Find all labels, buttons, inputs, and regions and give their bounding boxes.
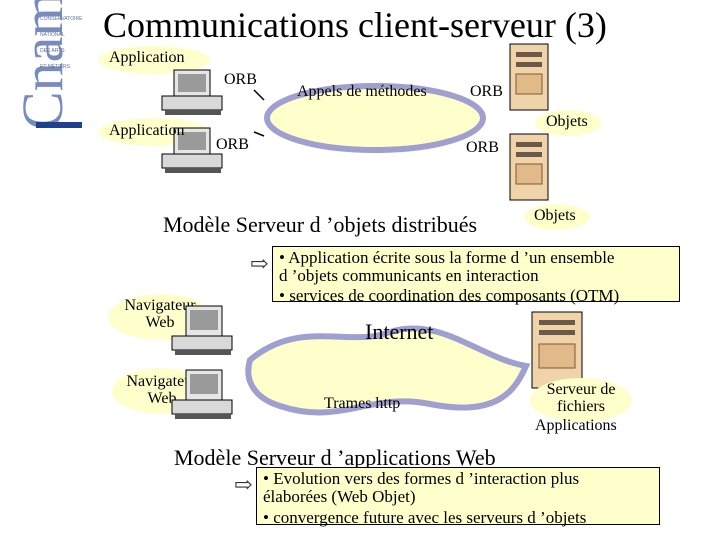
svg-text:CONSERVATOIRE: CONSERVATOIRE — [40, 16, 83, 22]
distributed-objects-model-title: Modèle Serveur d ’objets distribués — [163, 212, 478, 237]
web-applications-model-title: Modèle Serveur d ’applications Web — [174, 445, 496, 470]
bullet-line: • Evolution vers des formes d ’interacti… — [263, 469, 580, 488]
bullet-line: • Application écrite sous la forme d ’un… — [279, 248, 615, 267]
orb-server-top: ORB — [470, 83, 503, 100]
distributed-objects-bullets: • Application écrite sous la forme d ’un… — [272, 246, 680, 305]
objects-bubble-bottom — [524, 204, 590, 230]
server-tower-icon — [509, 43, 549, 111]
computer-icon — [161, 69, 223, 115]
orb-client-top: ORB — [224, 71, 257, 88]
objects-label-bottom: Objets — [534, 207, 576, 224]
method-calls-label: Appels de méthodes — [297, 83, 427, 100]
svg-text:ET MÉTIERS: ET MÉTIERS — [40, 63, 71, 70]
application-label-top: Application — [109, 49, 185, 66]
bullet-line: d ’objets communicants en interaction — [279, 265, 539, 285]
computer-icon — [171, 305, 233, 355]
computer-icon — [161, 127, 223, 173]
server-tower-icon — [531, 311, 583, 389]
application-bubble-top — [98, 46, 210, 74]
objects-bubble-top — [535, 110, 601, 136]
svg-text:DES ARTS: DES ARTS — [40, 48, 65, 54]
arrow-right-icon: ⇨ — [234, 472, 253, 497]
internet-cloud — [245, 325, 531, 416]
browser-label-bottom: Navigateur Web — [126, 373, 198, 407]
applications-label: Applications — [535, 417, 617, 434]
http-frames-label: Trames http — [324, 395, 401, 412]
orb-server-bottom: ORB — [466, 139, 499, 156]
application-label-bottom: Application — [109, 122, 185, 139]
file-server-bubble — [530, 378, 632, 422]
orb-client-bottom: ORB — [216, 136, 249, 153]
svg-text:NATIONAL: NATIONAL — [40, 32, 65, 38]
browser-label-top: Navigateur Web — [124, 297, 196, 331]
page-title: Communications client-serveur (3) — [103, 5, 607, 45]
bullet-line: • convergence future avec les serveurs d… — [263, 507, 587, 527]
computer-icon — [171, 369, 233, 419]
objects-label-top: Objets — [546, 113, 588, 130]
orb-ring — [253, 83, 486, 153]
bullet-line: élaborées (Web Objet) — [263, 486, 416, 506]
logo-cnam: Cnam CONSERVATOIRE NATIONAL DES ARTS ET … — [10, 0, 83, 130]
arrow-right-icon: ⇨ — [250, 251, 269, 276]
svg-text:Cnam: Cnam — [10, 0, 75, 130]
internet-label: Internet — [365, 319, 434, 344]
file-server-label: Serveur de fichiers — [546, 381, 616, 415]
web-applications-bullets: • Evolution vers des formes d ’interacti… — [256, 467, 660, 527]
bullet-line: • services de coordination des composant… — [279, 285, 620, 305]
server-tower-icon — [509, 133, 549, 201]
